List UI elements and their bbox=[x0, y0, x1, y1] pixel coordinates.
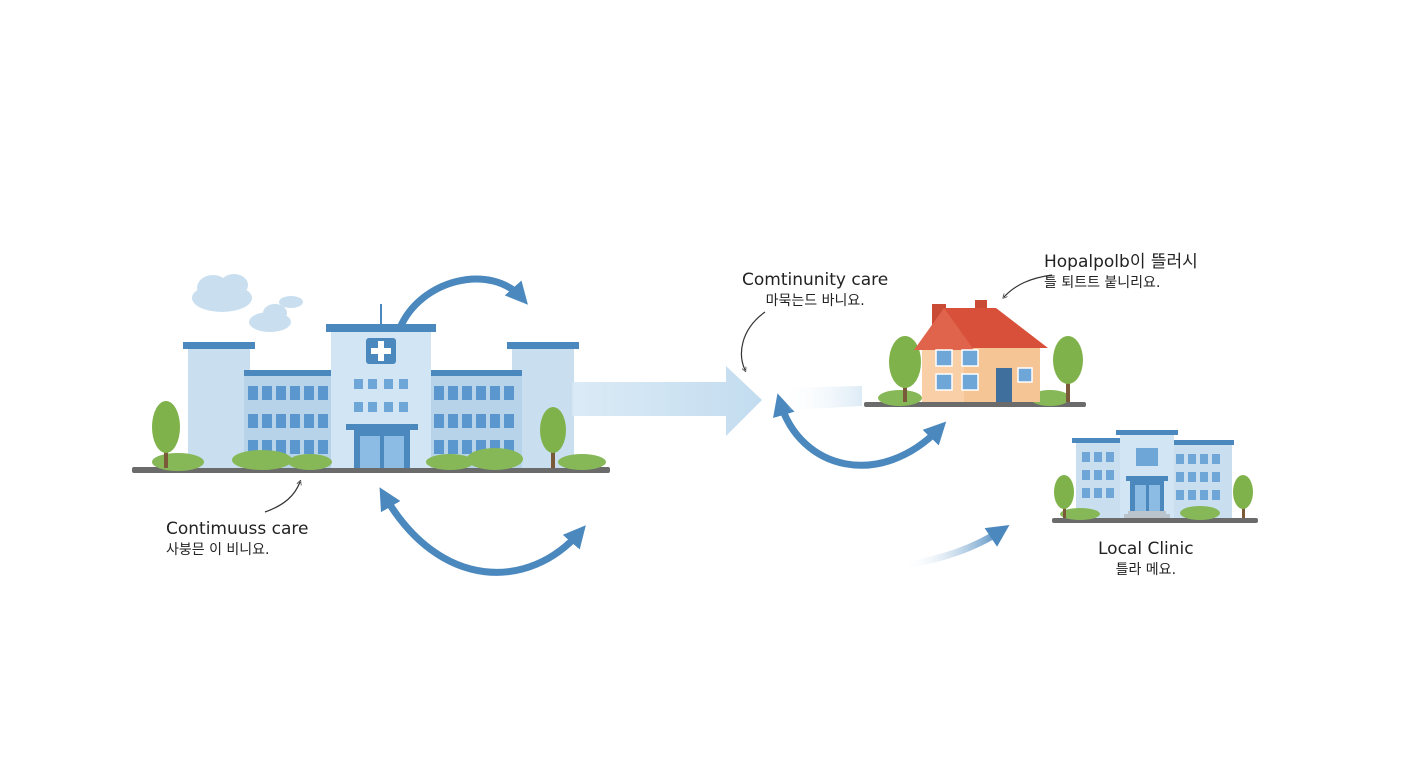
tree-icon bbox=[889, 336, 1083, 402]
pointer-arrow bbox=[264, 274, 1053, 513]
local-clinic-caption: 틀라 메요. bbox=[1115, 562, 1177, 578]
house-icon bbox=[864, 300, 1086, 407]
hospital-building-icon bbox=[132, 274, 610, 473]
continuous-care-title: Contimuuss care bbox=[166, 519, 309, 539]
continuous-care-label: Contimuuss care 사붕믄 이 비니요. bbox=[166, 519, 309, 561]
community-care-caption: 마묵는드 바니요. bbox=[765, 293, 865, 309]
cloud-icon bbox=[192, 274, 303, 332]
curved-arrow-icon bbox=[379, 275, 947, 576]
continuous-care-caption: 사붕믄 이 비니요. bbox=[166, 542, 270, 558]
community-care-title: Comtinunity care bbox=[742, 270, 889, 290]
community-care-label: Comtinunity care 마묵는드 바니요. bbox=[742, 270, 888, 312]
hospital-note-label: Hopalpolb이 뜰러시 틀 퇴트트 붙니리요. bbox=[1044, 252, 1198, 294]
tree-icon bbox=[152, 401, 566, 468]
clinic-building-icon bbox=[1052, 430, 1258, 523]
transfer-arrow bbox=[572, 366, 762, 436]
window-grid-right bbox=[434, 386, 514, 454]
clinic-arrow bbox=[900, 525, 1010, 569]
hospital-note-title: Hopalpolb이 뜰러시 bbox=[1044, 252, 1198, 272]
tree-icon bbox=[1054, 475, 1253, 518]
local-clinic-title: Local Clinic bbox=[1098, 539, 1194, 559]
medical-cross-icon bbox=[366, 338, 396, 364]
local-clinic-label: Local Clinic 틀라 메요. bbox=[1098, 539, 1194, 581]
hospital-note-caption: 틀 퇴트트 붙니리요. bbox=[1044, 275, 1161, 291]
window-grid-left bbox=[248, 386, 328, 454]
